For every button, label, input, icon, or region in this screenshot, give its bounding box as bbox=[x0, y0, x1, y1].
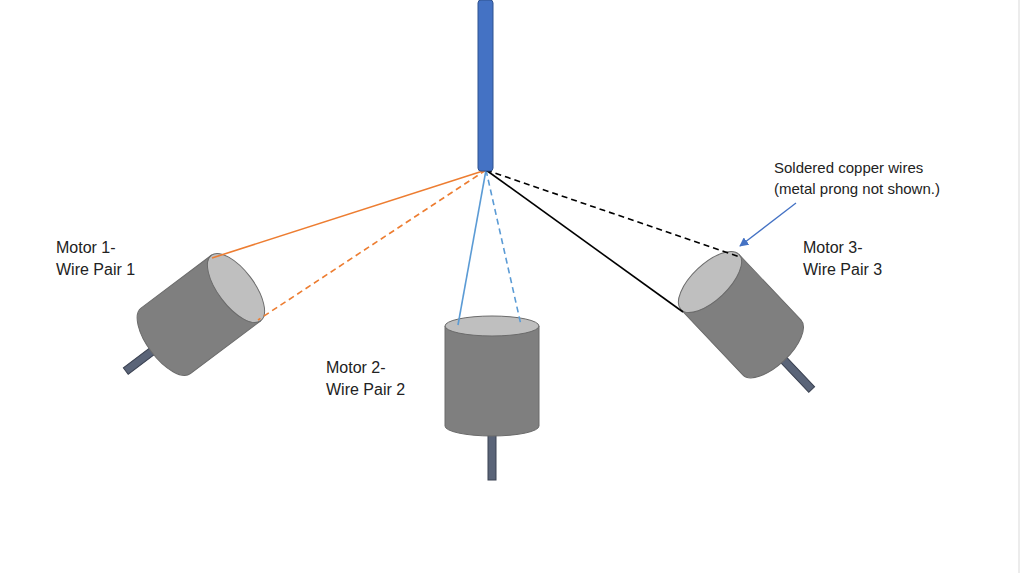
motor-group bbox=[101, 241, 841, 480]
motor-symbol bbox=[445, 316, 539, 480]
wire bbox=[212, 170, 486, 258]
wire bbox=[458, 170, 486, 325]
wire bbox=[258, 170, 486, 320]
wire bbox=[486, 170, 521, 325]
frame-line bbox=[1019, 0, 1020, 573]
wires bbox=[212, 170, 740, 325]
motor-label: Motor 2- Wire Pair 2 bbox=[326, 357, 422, 401]
wire bbox=[486, 170, 683, 312]
wire bbox=[486, 170, 740, 257]
callout-note: Soldered copper wires (metal prong not s… bbox=[774, 157, 960, 199]
motor-body bbox=[445, 326, 539, 436]
leader-arrow bbox=[740, 203, 796, 246]
rod bbox=[478, 0, 493, 171]
motor-face bbox=[197, 244, 275, 331]
motor-label: Motor 1- Wire Pair 1 bbox=[56, 237, 152, 281]
motor-label: Motor 3- Wire Pair 3 bbox=[803, 237, 899, 281]
